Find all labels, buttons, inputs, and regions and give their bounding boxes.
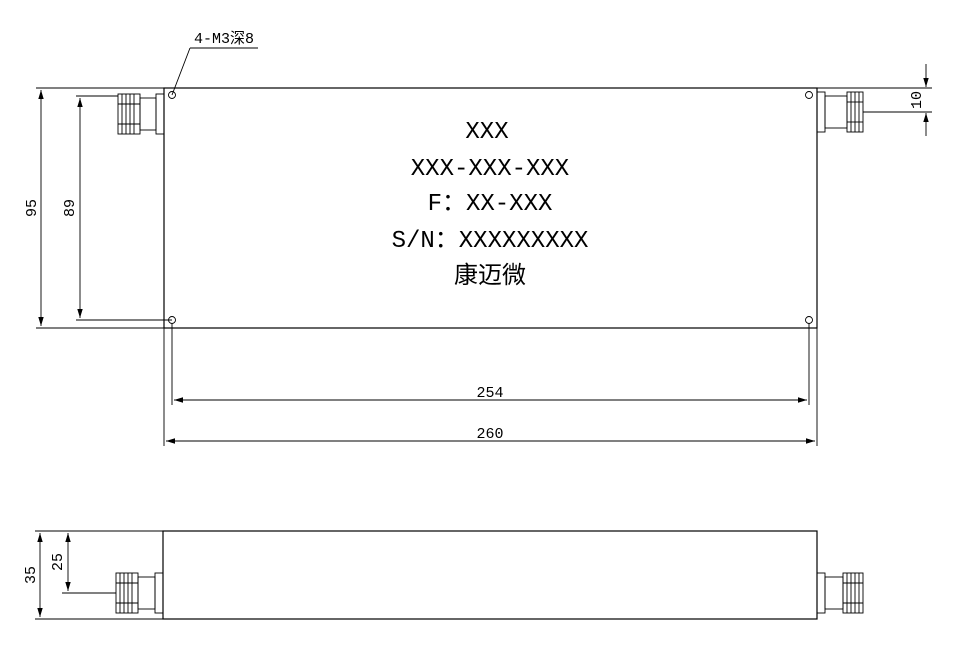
mounting-hole-top-right [805,91,813,99]
svg-text:10: 10 [909,91,926,109]
label-line-3: F：XX-XXX [428,191,553,218]
svg-text:254: 254 [476,385,503,402]
side-view: 35 25 [23,530,864,620]
side-view-body [162,530,818,620]
dim-hole-spacing-height: 89 [62,95,172,321]
mounting-hole-top-left [168,91,176,99]
connector-side-left-icon [115,572,164,614]
label-line-4: S/N：XXXXXXXXX [392,228,589,255]
dim-overall-height: 95 [24,87,164,329]
connector-top-left-icon [117,93,165,135]
dim-overall-length: 260 [163,328,818,446]
connector-side-right-icon [816,572,864,614]
dim-connector-offset: 10 [817,64,932,136]
label-line-1: XXX [465,119,508,146]
dim-hole-spacing-length: 254 [171,323,810,405]
svg-text:89: 89 [62,199,79,217]
hole-callout-text: 4-M3深8 [194,30,254,48]
hole-callout: 4-M3深8 [171,30,258,96]
svg-text:95: 95 [24,199,41,217]
connector-top-right-icon [816,91,864,133]
top-view: XXX XXX-XXX-XXX F：XX-XXX S/N：XXXXXXXXX 康… [24,30,932,446]
label-line-5: 康迈微 [454,261,526,289]
mounting-hole-bottom-right [805,316,813,324]
svg-text:260: 260 [476,426,503,443]
label-line-2: XXX-XXX-XXX [411,156,569,183]
svg-text:25: 25 [50,553,67,571]
dim-side-connector-height: 25 [50,533,116,594]
svg-text:35: 35 [23,566,40,584]
top-view-body [163,87,818,329]
dim-side-height: 35 [23,530,163,620]
